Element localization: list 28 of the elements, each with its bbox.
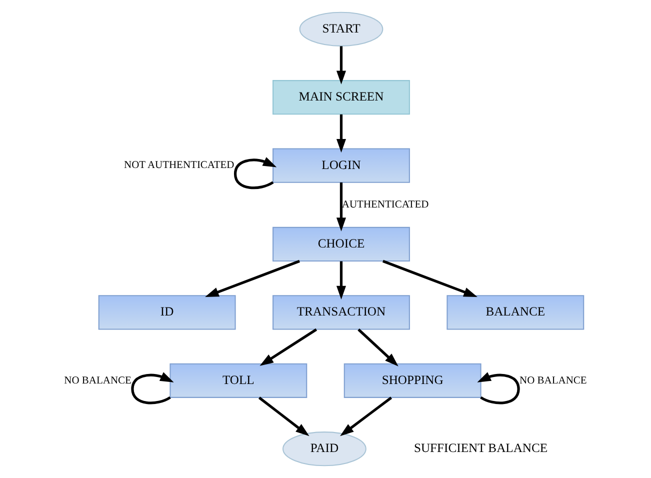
arrow <box>358 328 398 366</box>
node-box: TOLL <box>170 363 308 398</box>
edge-label: NO BALANCE <box>64 375 132 386</box>
node-box: LOGIN <box>272 148 410 183</box>
arrow <box>258 396 310 436</box>
edge-label: AUTHENTICATED <box>342 200 429 211</box>
edge-label: NOT AUTHENTICATED <box>124 160 234 172</box>
node-box: ID <box>98 295 236 330</box>
node-box: BALANCE <box>446 295 584 330</box>
node-box: CHOICE <box>272 226 410 262</box>
arrow <box>477 372 520 404</box>
arrow <box>205 260 300 297</box>
node-ellipse: PAID <box>282 432 366 466</box>
arrow <box>260 328 318 366</box>
node-box: TRANSACTION <box>272 295 410 330</box>
arrow <box>336 182 346 232</box>
node-ellipse: START <box>299 12 384 46</box>
arrow <box>336 46 346 84</box>
node-box: MAIN SCREEN <box>272 80 410 115</box>
node-box: SHOPPING <box>344 363 482 398</box>
arrow <box>382 260 478 297</box>
arrow <box>234 157 277 190</box>
arrow <box>340 396 392 436</box>
edge-label: NO BALANCE <box>520 375 587 386</box>
arrow <box>131 372 174 404</box>
arrow <box>336 261 346 300</box>
label: SUFFICIENT BALANCE <box>414 441 548 456</box>
arrow <box>336 114 346 153</box>
